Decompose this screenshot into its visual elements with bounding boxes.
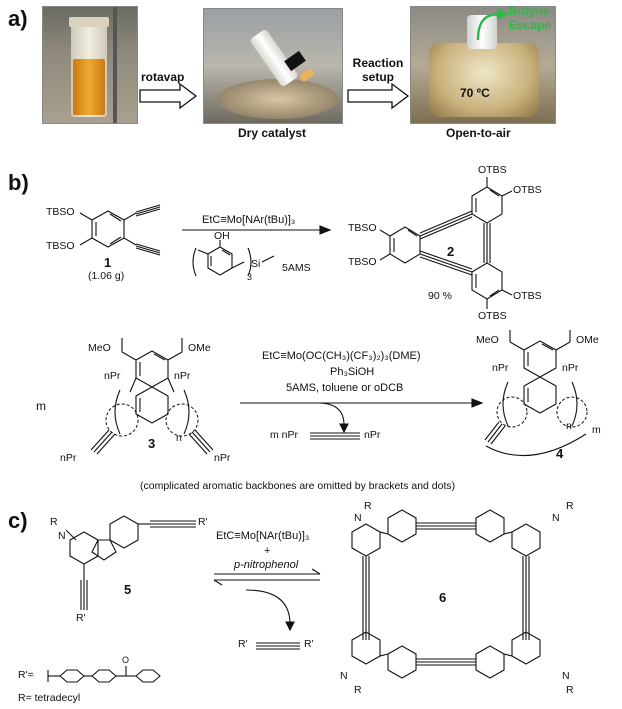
tbso-left-1: TBSO	[348, 222, 377, 234]
compound-4-number: 4	[556, 446, 564, 461]
byproduct-left: m nPr	[270, 429, 299, 441]
rprime-definition: R'=	[18, 669, 34, 681]
r-label-6b: R	[566, 500, 574, 512]
n-atom-6a: N	[354, 512, 362, 524]
r-label-5: R	[50, 516, 58, 528]
ome-label-4: OMe	[576, 334, 599, 346]
npr-label-3d: nPr	[214, 452, 231, 464]
reagent-b2-line2: Ph₃SiOH	[330, 366, 375, 378]
npr-label-3c: nPr	[60, 452, 77, 464]
reagent-b2-line1: EtC≡Mo(OC(CH₃)(CF₃)₂)₃(DME)	[262, 350, 421, 362]
otbs-label-4: OTBS	[478, 310, 507, 322]
caption-dry-catalyst: Dry catalyst	[238, 126, 307, 140]
yield-label: 90 %	[428, 290, 452, 302]
photo-open-to-air	[410, 6, 556, 124]
npr-label-3a: nPr	[104, 370, 121, 382]
rprime-byproduct-r: R'	[304, 638, 314, 650]
note-text: (complicated aromatic backbones are omit…	[140, 480, 456, 492]
butyne-label: Butyne	[509, 4, 550, 18]
tbso-label-2: TBSO	[46, 240, 75, 252]
meo-label-3: MeO	[88, 342, 111, 354]
rprime-label-5a: R'	[198, 516, 208, 528]
reagent-c-line3: p-nitrophenol	[234, 559, 299, 571]
panel-a-label: a)	[8, 6, 28, 31]
n-atom-6d: N	[562, 670, 570, 682]
npr-label-4b: nPr	[562, 362, 579, 374]
reagent-c-line1: EtC≡Mo[NAr(tBu)]₃	[216, 530, 310, 542]
meo-label-4: MeO	[476, 334, 499, 346]
otbs-label-1: OTBS	[478, 164, 507, 176]
rprime-byproduct-l: R'	[238, 638, 248, 650]
ome-label-3: OMe	[188, 342, 211, 354]
n-label-3: n	[176, 432, 182, 444]
r-definition: R= tetradecyl	[18, 692, 81, 704]
compound-3-number: 3	[148, 436, 156, 451]
compound-2-number: 2	[447, 244, 455, 259]
n-atom-6c: N	[340, 670, 348, 682]
r-label-6a: R	[364, 500, 372, 512]
m-label: m	[36, 399, 46, 413]
npr-label-4a: nPr	[492, 362, 509, 374]
tbso-label-1: TBSO	[46, 206, 75, 218]
otbs-label-3: OTBS	[513, 290, 542, 302]
photo-vial	[42, 6, 138, 124]
sub3-label: 3	[247, 272, 253, 282]
temperature-label: 70 ºC	[460, 86, 490, 100]
panel-c-label: c)	[8, 508, 28, 533]
m-label-4: m	[592, 424, 601, 436]
otbs-label-2: OTBS	[513, 184, 542, 196]
caption-open-to-air: Open-to-air	[446, 126, 511, 140]
panel-b-label: b)	[8, 170, 29, 195]
rotavap-label: rotavap	[141, 70, 185, 84]
escape-label: Escape	[509, 18, 552, 32]
si-label: Si	[251, 258, 261, 270]
rprime-label-5b: R'	[76, 612, 86, 624]
npr-label-3b: nPr	[174, 370, 191, 382]
o-atom: O	[122, 655, 130, 665]
5ams-label-1: 5AMS	[282, 262, 311, 274]
reaction-setup-label-1: Reaction setup	[352, 56, 404, 84]
n-label-4: n	[566, 420, 572, 432]
tbso-left-2: TBSO	[348, 256, 377, 268]
r-label-6c: R	[354, 684, 362, 696]
byproduct-right: nPr	[364, 429, 381, 441]
reagent-b2-line3: 5AMS, toluene or oDCB	[286, 382, 404, 394]
r-label-6d: R	[566, 684, 574, 696]
mass-label: (1.06 g)	[88, 270, 125, 282]
reagent-c-line2: +	[264, 545, 271, 557]
compound-1-number: 1	[104, 255, 112, 270]
oh-label: OH	[214, 230, 230, 242]
photo-dry-catalyst	[203, 8, 343, 124]
compound-5-number: 5	[124, 582, 132, 597]
compound-6-number: 6	[439, 590, 447, 605]
n-atom-5: N	[58, 530, 66, 542]
reagent-b1: EtC≡Mo[NAr(tBu)]₃	[202, 214, 296, 226]
n-atom-6b: N	[552, 512, 560, 524]
